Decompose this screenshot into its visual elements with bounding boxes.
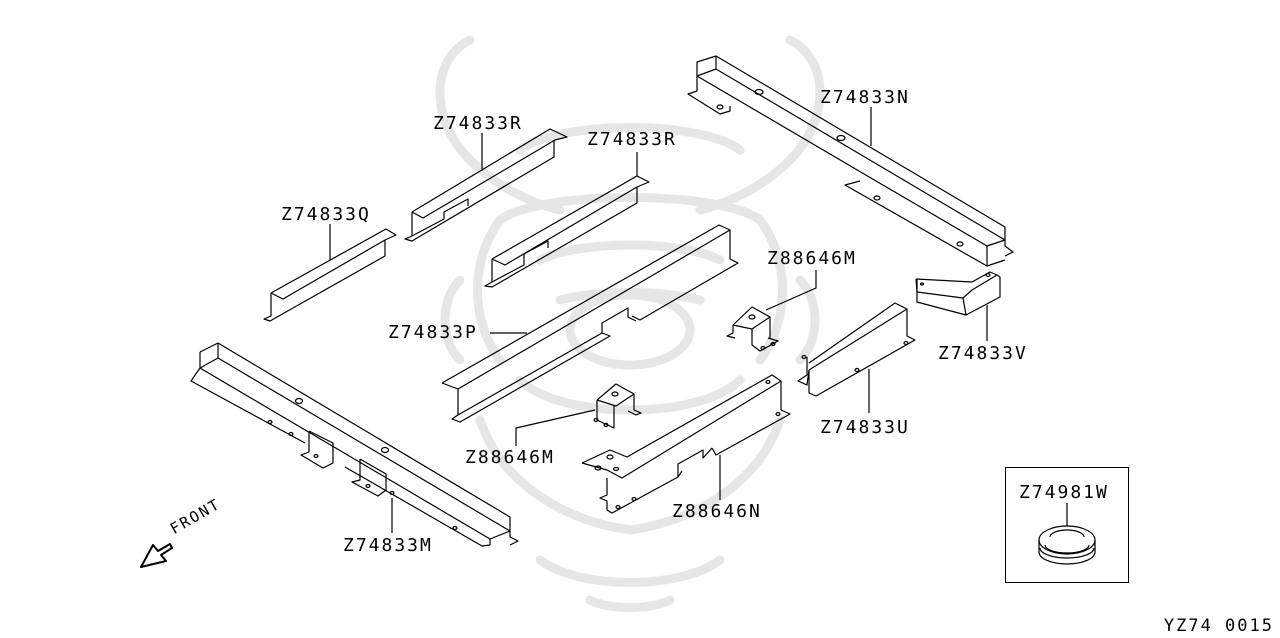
part-z74833r-center-drawing[interactable] bbox=[485, 176, 649, 287]
part-z74833u-drawing[interactable] bbox=[798, 303, 915, 396]
part-z74833p-drawing[interactable] bbox=[442, 225, 738, 422]
part-z74833n-drawing[interactable] bbox=[688, 56, 1013, 266]
label-z74833r-1[interactable]: Z74833R bbox=[433, 113, 523, 134]
label-z74833v[interactable]: Z74833V bbox=[938, 343, 1028, 364]
part-z88646n-drawing[interactable] bbox=[582, 375, 790, 513]
label-z74833m[interactable]: Z74833M bbox=[343, 535, 433, 556]
part-z74833r-left-drawing[interactable] bbox=[405, 129, 567, 241]
watermark-emblem-icon bbox=[440, 40, 820, 608]
label-z74833n[interactable]: Z74833N bbox=[820, 87, 910, 108]
arrow-down-left-icon bbox=[141, 544, 172, 567]
part-z74833v-drawing[interactable] bbox=[916, 272, 1000, 315]
part-z74833q-drawing[interactable] bbox=[264, 229, 396, 321]
inset-box bbox=[1005, 467, 1129, 583]
label-z88646m-2[interactable]: Z88646M bbox=[465, 447, 555, 468]
label-z74833r-2[interactable]: Z74833R bbox=[587, 129, 677, 150]
label-z74833q[interactable]: Z74833Q bbox=[281, 204, 371, 225]
label-z74833u[interactable]: Z74833U bbox=[820, 417, 910, 438]
leader-z88646m-2 bbox=[516, 410, 595, 446]
label-z74833p[interactable]: Z74833P bbox=[388, 322, 478, 343]
part-z74833m-drawing[interactable] bbox=[191, 343, 518, 546]
leader-z88646m-1 bbox=[766, 270, 816, 310]
part-z74981w-drawing[interactable] bbox=[1039, 503, 1095, 564]
label-z88646m-1[interactable]: Z88646M bbox=[767, 248, 857, 269]
label-z88646n[interactable]: Z88646N bbox=[672, 501, 762, 522]
diagram-reference-code: YZ74 0015 bbox=[1163, 616, 1274, 636]
part-z88646m-right-drawing[interactable] bbox=[727, 307, 778, 351]
part-z88646m-center-drawing[interactable] bbox=[594, 384, 641, 428]
label-z74981w[interactable]: Z74981W bbox=[1019, 482, 1109, 503]
